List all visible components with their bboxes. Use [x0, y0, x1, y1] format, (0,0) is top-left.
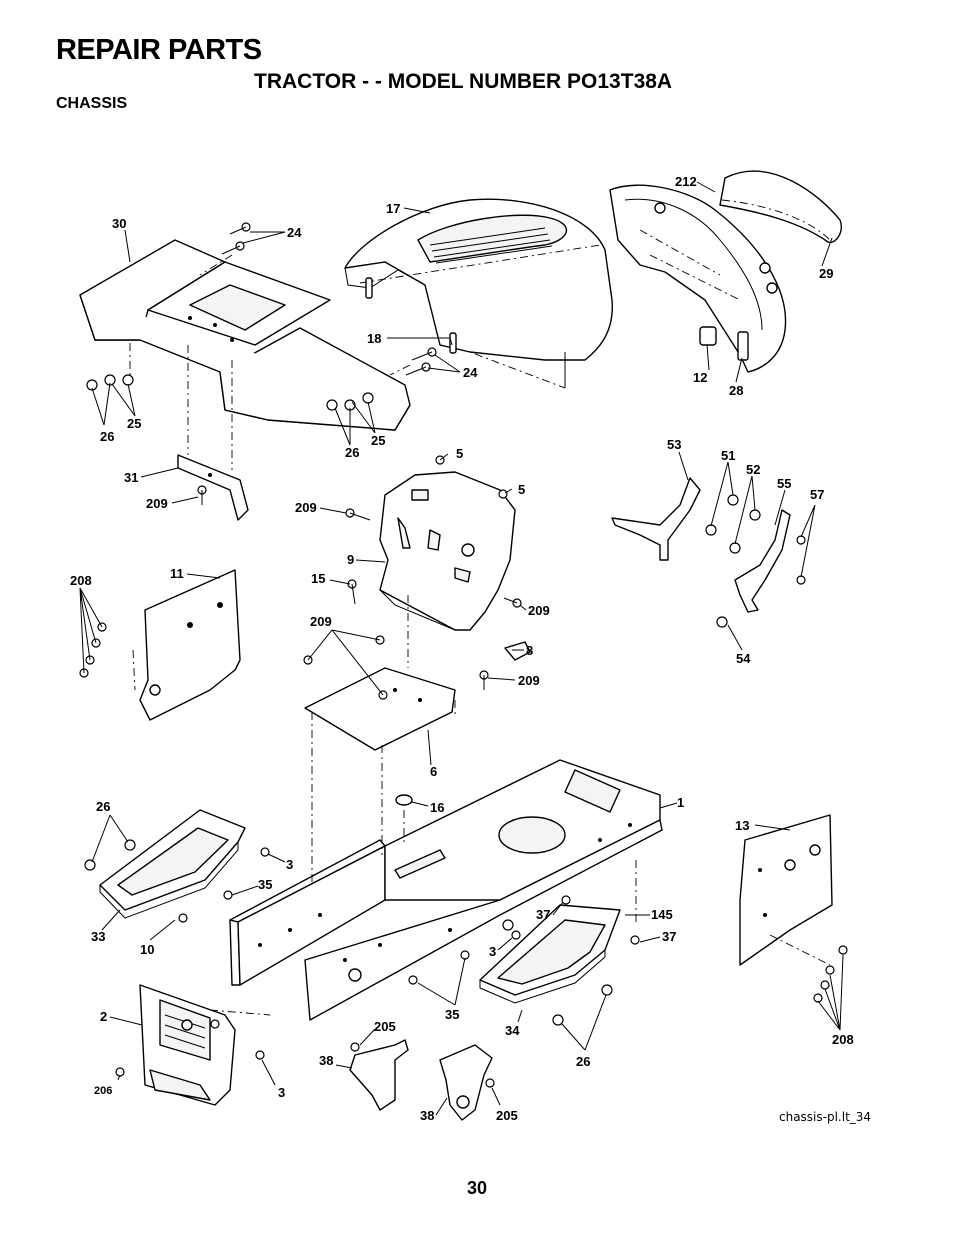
callout-209: 209 [310, 614, 332, 629]
part-hood [344, 198, 613, 389]
callout-37: 37 [662, 929, 676, 944]
callout-6: 6 [430, 764, 437, 779]
part-hood-pin [365, 277, 457, 354]
part-clip [504, 641, 531, 661]
callout-54: 54 [736, 651, 751, 666]
callout-35: 35 [445, 1007, 459, 1022]
callout-145: 145 [651, 907, 673, 922]
part-fender [79, 239, 411, 431]
callout-5: 5 [518, 482, 525, 497]
callout-57: 57 [810, 487, 824, 502]
callout-16: 16 [430, 800, 444, 815]
callout-3: 3 [286, 857, 293, 872]
callout-205: 205 [496, 1108, 518, 1123]
callout-26: 26 [96, 799, 110, 814]
callout-24: 24 [287, 225, 302, 240]
callout-18: 18 [367, 331, 381, 346]
callout-208: 208 [832, 1032, 854, 1047]
part-dash-panel [379, 471, 516, 631]
part-main-frame [229, 759, 663, 1021]
callout-9: 9 [347, 552, 354, 567]
callout-209: 209 [295, 500, 317, 515]
part-floor-plate [304, 667, 456, 751]
callout-26: 26 [576, 1054, 590, 1069]
callout-5: 5 [456, 446, 463, 461]
part-footrest-right [479, 904, 621, 1004]
part-bracket-53 [611, 477, 701, 561]
page-number: 30 [466, 1178, 488, 1198]
callout-209: 209 [146, 496, 168, 511]
callout-10: 10 [140, 942, 154, 957]
callout-55: 55 [777, 476, 791, 491]
callout-24: 24 [463, 365, 478, 380]
part-nut [395, 794, 413, 806]
callout-13: 13 [735, 818, 749, 833]
callout-26: 26 [100, 429, 114, 444]
callout-38: 38 [420, 1108, 434, 1123]
callout-208: 208 [70, 573, 92, 588]
alignment-lines [129, 254, 831, 1016]
part-bracket-55 [734, 509, 791, 613]
callout-25: 25 [127, 416, 141, 431]
callout-34: 34 [505, 1023, 520, 1038]
callout-37: 37 [536, 907, 550, 922]
part-side-panel-left [139, 569, 241, 721]
part-footrest-left [99, 809, 246, 919]
callout-205: 205 [374, 1019, 396, 1034]
part-latch [699, 326, 717, 346]
callout-28: 28 [729, 383, 743, 398]
page-title: REPAIR PARTS [56, 34, 262, 66]
callout-31: 31 [124, 470, 138, 485]
callout-11: 11 [170, 566, 184, 581]
part-side-panel-right [739, 814, 833, 966]
callout-3: 3 [278, 1085, 285, 1100]
callout-52: 52 [746, 462, 760, 477]
part-fender-bracket [177, 454, 249, 521]
callout-51: 51 [721, 448, 735, 463]
callout-17: 17 [386, 201, 400, 216]
section-heading: CHASSIS [56, 95, 128, 112]
part-callouts: 1 2 3 3 3 5 5 6 8 9 10 11 12 13 15 16 17… [70, 174, 854, 1123]
callout-3: 3 [489, 944, 496, 959]
callout-1: 1 [677, 795, 684, 810]
callout-8: 8 [526, 643, 533, 658]
drawing-reference: chassis-pl.lt_34 [779, 1110, 872, 1124]
callout-12: 12 [693, 370, 707, 385]
callout-206: 206 [94, 1085, 112, 1097]
callout-209: 209 [518, 673, 540, 688]
part-grille-lens [719, 170, 842, 244]
callout-209: 209 [528, 603, 550, 618]
model-subtitle: TRACTOR - - MODEL NUMBER PO13T38A [254, 70, 673, 93]
callout-212: 212 [675, 174, 697, 189]
leader-lines [79, 181, 844, 1116]
callout-15: 15 [311, 571, 325, 586]
callout-35: 35 [258, 877, 272, 892]
part-front-bracket [139, 984, 236, 1106]
callout-29: 29 [819, 266, 833, 281]
callout-25: 25 [371, 433, 385, 448]
callout-30: 30 [112, 216, 126, 231]
part-bracket-38 [349, 1039, 493, 1121]
callout-26: 26 [345, 445, 359, 460]
callout-38: 38 [319, 1053, 333, 1068]
callout-53: 53 [667, 437, 681, 452]
part-grille [609, 184, 787, 373]
callout-33: 33 [91, 929, 105, 944]
callout-2: 2 [100, 1009, 107, 1024]
